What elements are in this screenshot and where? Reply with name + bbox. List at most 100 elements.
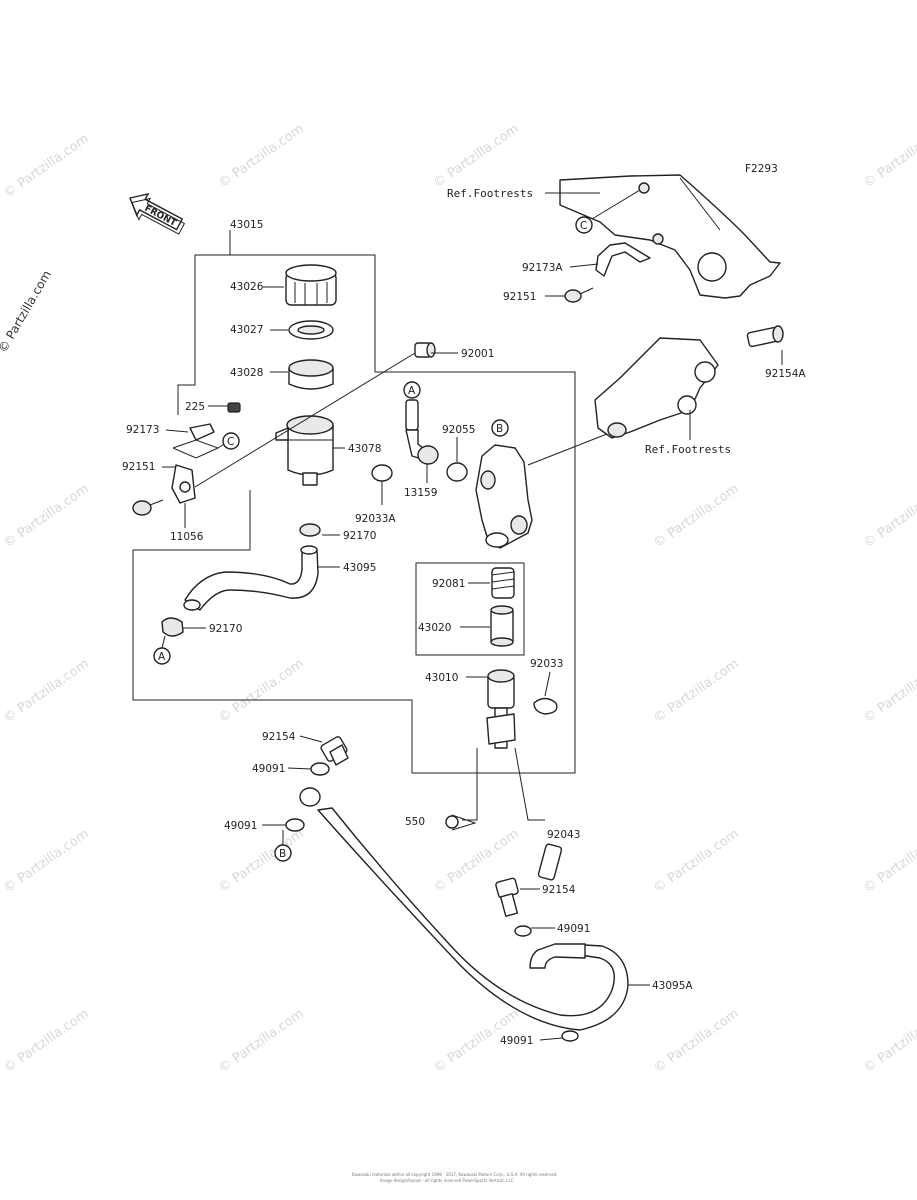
part-label-43027: 43027 (230, 324, 263, 336)
watermark: © Partzilla.com (651, 1006, 742, 1076)
ref-footrests-top: Ref.Footrests (447, 187, 533, 200)
spring-92081 (491, 567, 515, 599)
callout-label: C (227, 436, 234, 448)
brake-hose-43095A (299, 787, 629, 1031)
part-label-92151-top: 92151 (503, 291, 536, 303)
part-label-92001: 92001 (461, 348, 494, 360)
footer-line-2: Image design/layout - all rights reserve… (380, 1178, 515, 1183)
reservoir-cap (285, 264, 337, 306)
watermark: © Partzilla.com (1, 131, 92, 201)
footer-line-1: Kawasaki materials within all copyright … (352, 1172, 558, 1177)
callout-label: C (580, 220, 587, 232)
footrest-bracket (594, 337, 719, 439)
bolt-225 (227, 402, 241, 413)
part-label-92154-left: 92154 (262, 731, 296, 743)
callout-a-hose: A (153, 635, 171, 665)
push-rod-43010 (486, 669, 516, 749)
banjo-bolt-92154-mid (495, 877, 519, 917)
cotter-pin-550 (445, 814, 477, 831)
part-label-43015: 43015 (230, 219, 263, 231)
part-label-92055: 92055 (442, 424, 475, 436)
watermark: © Partzilla.com (651, 656, 742, 726)
clamp-92170-bottom (161, 617, 184, 637)
hose-43095 (183, 545, 319, 611)
callout-c-frame: C (575, 216, 593, 234)
washer-49091-c (514, 925, 532, 937)
part-label-92154A: 92154A (765, 368, 806, 380)
part-label-49091-b: 49091 (224, 820, 257, 832)
watermark: © Partzilla.com (216, 1006, 307, 1076)
bolt-92154A (746, 325, 784, 348)
clip-92173 (189, 423, 215, 441)
reservoir-diaphragm (288, 359, 334, 390)
watermark: © Partzilla.com (861, 656, 917, 726)
part-label-11056: 11056 (170, 531, 204, 543)
part-label-43020: 43020 (418, 622, 451, 634)
part-label-92033: 92033 (530, 658, 563, 670)
part-label-92173: 92173 (126, 424, 159, 436)
o-ring-92055 (446, 462, 468, 482)
watermark: © Partzilla.com (1, 1006, 92, 1076)
part-label-13159: 13159 (404, 487, 437, 499)
part-label-43078: 43078 (348, 443, 381, 455)
o-ring-92033A (371, 464, 393, 482)
part-label-92081: 92081 (432, 578, 465, 590)
clip-92173A (595, 242, 651, 277)
watermark: © Partzilla.com (651, 826, 742, 896)
circlip-92033 (533, 697, 558, 715)
part-label-43026: 43026 (230, 281, 264, 293)
fitting-13159 (405, 399, 439, 465)
callout-label: B (496, 423, 503, 435)
part-label-92173A: 92173A (522, 262, 563, 274)
callout-label: A (158, 651, 166, 663)
banjo-bolt-92154-left (320, 736, 349, 766)
part-label-92154-mid: 92154 (542, 884, 576, 896)
watermark: © Partzilla.com (1, 481, 92, 551)
callout-c-left: C (217, 432, 240, 450)
part-label-92170-top: 92170 (343, 530, 376, 542)
ref-footrests-right: Ref.Footrests (645, 443, 731, 456)
watermark: © Partzilla.com (1, 826, 92, 896)
watermark: © Partzilla.com (861, 121, 917, 191)
watermark: © Partzilla.com (216, 826, 307, 896)
footrest-frame (559, 174, 781, 299)
watermark: © Partzilla.com (1, 656, 92, 726)
watermark: © Partzilla.com (651, 481, 742, 551)
part-label-49091-c: 49091 (557, 923, 590, 935)
part-label-92151-left: 92151 (122, 461, 155, 473)
clamp-92170-top (299, 523, 321, 537)
part-label-49091-d: 49091 (500, 1035, 533, 1047)
reservoir-tank (275, 415, 334, 486)
bracket-11056 (171, 464, 196, 504)
callout-b-cylinder: B (491, 419, 509, 437)
callout-b-hose: B (274, 844, 292, 862)
watermark: © Partzilla.com (861, 1006, 917, 1076)
screw-92151-top (564, 287, 594, 303)
master-cylinder-body (475, 431, 613, 549)
watermark: © Partzilla.com (216, 656, 307, 726)
part-label-92033A: 92033A (355, 513, 396, 525)
callout-a-fitting: A (403, 381, 421, 399)
reservoir-plate (288, 320, 334, 340)
part-label-92170-bottom: 92170 (209, 623, 242, 635)
washer-49091-a (310, 762, 330, 776)
callout-label: A (408, 385, 416, 397)
watermark: © Partzilla.com (861, 481, 917, 551)
part-labels: 43015 43026 43027 43028 92001 225 92173 … (122, 187, 806, 1047)
part-label-43028: 43028 (230, 367, 263, 379)
part-label-43095: 43095 (343, 562, 376, 574)
assembly-outline-43015 (132, 230, 576, 774)
callout-label: B (279, 848, 286, 860)
part-label-43010: 43010 (425, 672, 458, 684)
watermark: © Partzilla.com (0, 268, 54, 355)
watermark: © Partzilla.com (861, 826, 917, 896)
washer-49091-d (561, 1030, 579, 1042)
part-label-550: 550 (405, 816, 425, 828)
watermark: © Partzilla.com (216, 121, 307, 191)
diagram-code: F2293 (745, 163, 778, 175)
part-label-43095A: 43095A (652, 980, 693, 992)
part-label-92043: 92043 (547, 829, 580, 841)
washer-49091-b (285, 818, 305, 832)
part-label-49091-a: 49091 (252, 763, 285, 775)
